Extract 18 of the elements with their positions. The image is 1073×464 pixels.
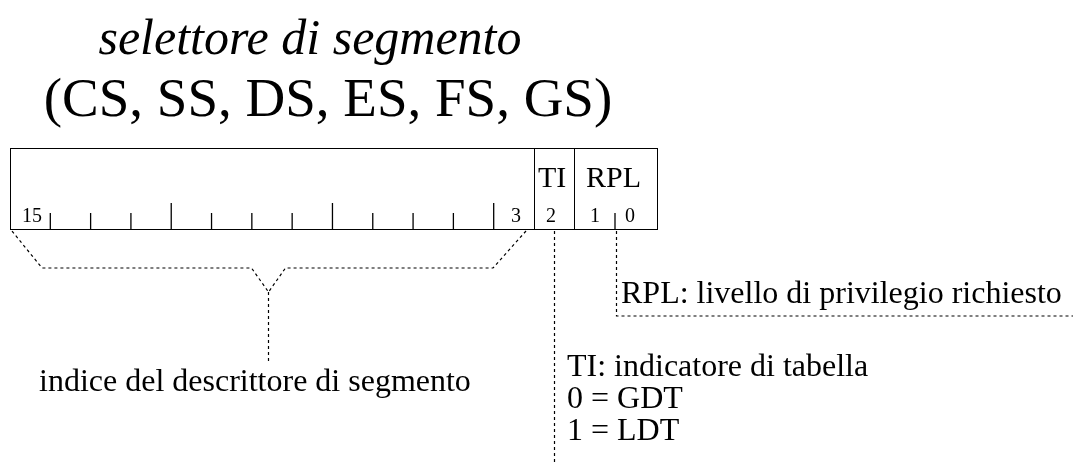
description-text: RPL: livello di privilegio richiesto [621, 276, 1062, 308]
description-text: 1 = LDT [567, 413, 680, 445]
bit-number: 0 [625, 205, 635, 225]
bit-number: 1 [590, 205, 600, 225]
bit-field [10, 148, 535, 230]
bit-field [534, 148, 575, 230]
leader-line [553, 230, 556, 464]
bit-number: 3 [511, 205, 521, 225]
leader-line [615, 230, 1073, 317]
description-text: TI: indicatore di tabella [567, 349, 869, 381]
description-text: 0 = GDT [567, 381, 683, 413]
field-label: RPL [586, 162, 642, 192]
description-text: indice del descrittore di segmento [39, 364, 471, 396]
field-label: TI [538, 162, 567, 192]
bit-field [574, 148, 658, 230]
bit-number: 2 [546, 205, 556, 225]
bit-number: 15 [22, 205, 42, 225]
brace-leader [11, 230, 527, 363]
